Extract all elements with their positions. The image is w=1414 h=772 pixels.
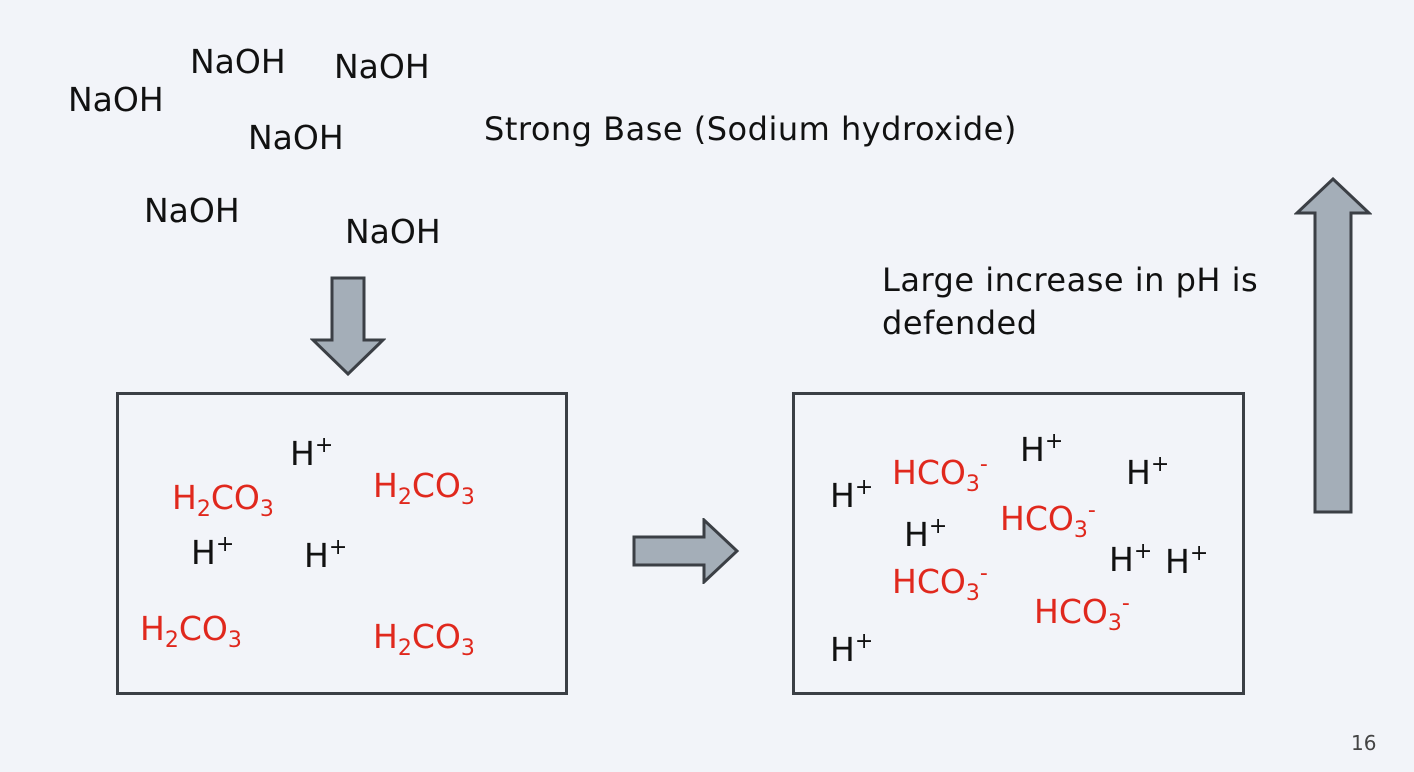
result-label-line-1: Large increase in pH is [882, 261, 1259, 299]
bicarbonate-ion: HCO3- [1034, 591, 1130, 636]
naoh-molecule: NaOH [68, 80, 164, 119]
before-solution-box: H+ H2CO3 H2CO3 H+ H+ H2CO3 H2CO3 [116, 392, 568, 695]
naoh-molecule: NaOH [144, 191, 240, 230]
hydrogen-ion: H+ [1126, 452, 1170, 492]
hydrogen-ion: H+ [290, 433, 334, 473]
hydrogen-ion: H+ [1109, 539, 1153, 579]
naoh-molecule: NaOH [248, 118, 344, 157]
result-label-line-2: defended [882, 304, 1038, 342]
hydrogen-ion: H+ [304, 535, 348, 575]
page-number: 16 [1351, 731, 1377, 755]
bicarbonate-ion: HCO3- [1000, 498, 1096, 543]
bicarbonate-ion: HCO3- [892, 452, 988, 497]
hydrogen-ion: H+ [904, 514, 948, 554]
carbonic-acid: H2CO3 [373, 466, 475, 510]
carbonic-acid: H2CO3 [172, 478, 274, 522]
bicarbonate-ion: HCO3- [892, 561, 988, 606]
carbonic-acid: H2CO3 [140, 609, 242, 653]
hydrogen-ion: H+ [830, 475, 874, 515]
strong-base-label: Strong Base (Sodium hydroxide) [484, 110, 1017, 148]
naoh-molecule: NaOH [345, 212, 441, 251]
hydrogen-ion: H+ [1165, 541, 1209, 581]
hydrogen-ion: H+ [1020, 429, 1064, 469]
naoh-molecule: NaOH [334, 47, 430, 86]
after-solution-box: H+ HCO3- H+ H+ HCO3- H+ H+ H+ HCO3- HCO3… [792, 392, 1245, 695]
hydrogen-ion: H+ [191, 532, 235, 572]
result-label: Large increase in pH is defended [882, 259, 1258, 345]
naoh-molecule: NaOH [190, 42, 286, 81]
down-arrow-icon [310, 276, 386, 376]
hydrogen-ion: H+ [830, 629, 874, 669]
right-arrow-icon [632, 518, 740, 584]
up-arrow-icon [1294, 177, 1372, 514]
carbonic-acid: H2CO3 [373, 617, 475, 661]
